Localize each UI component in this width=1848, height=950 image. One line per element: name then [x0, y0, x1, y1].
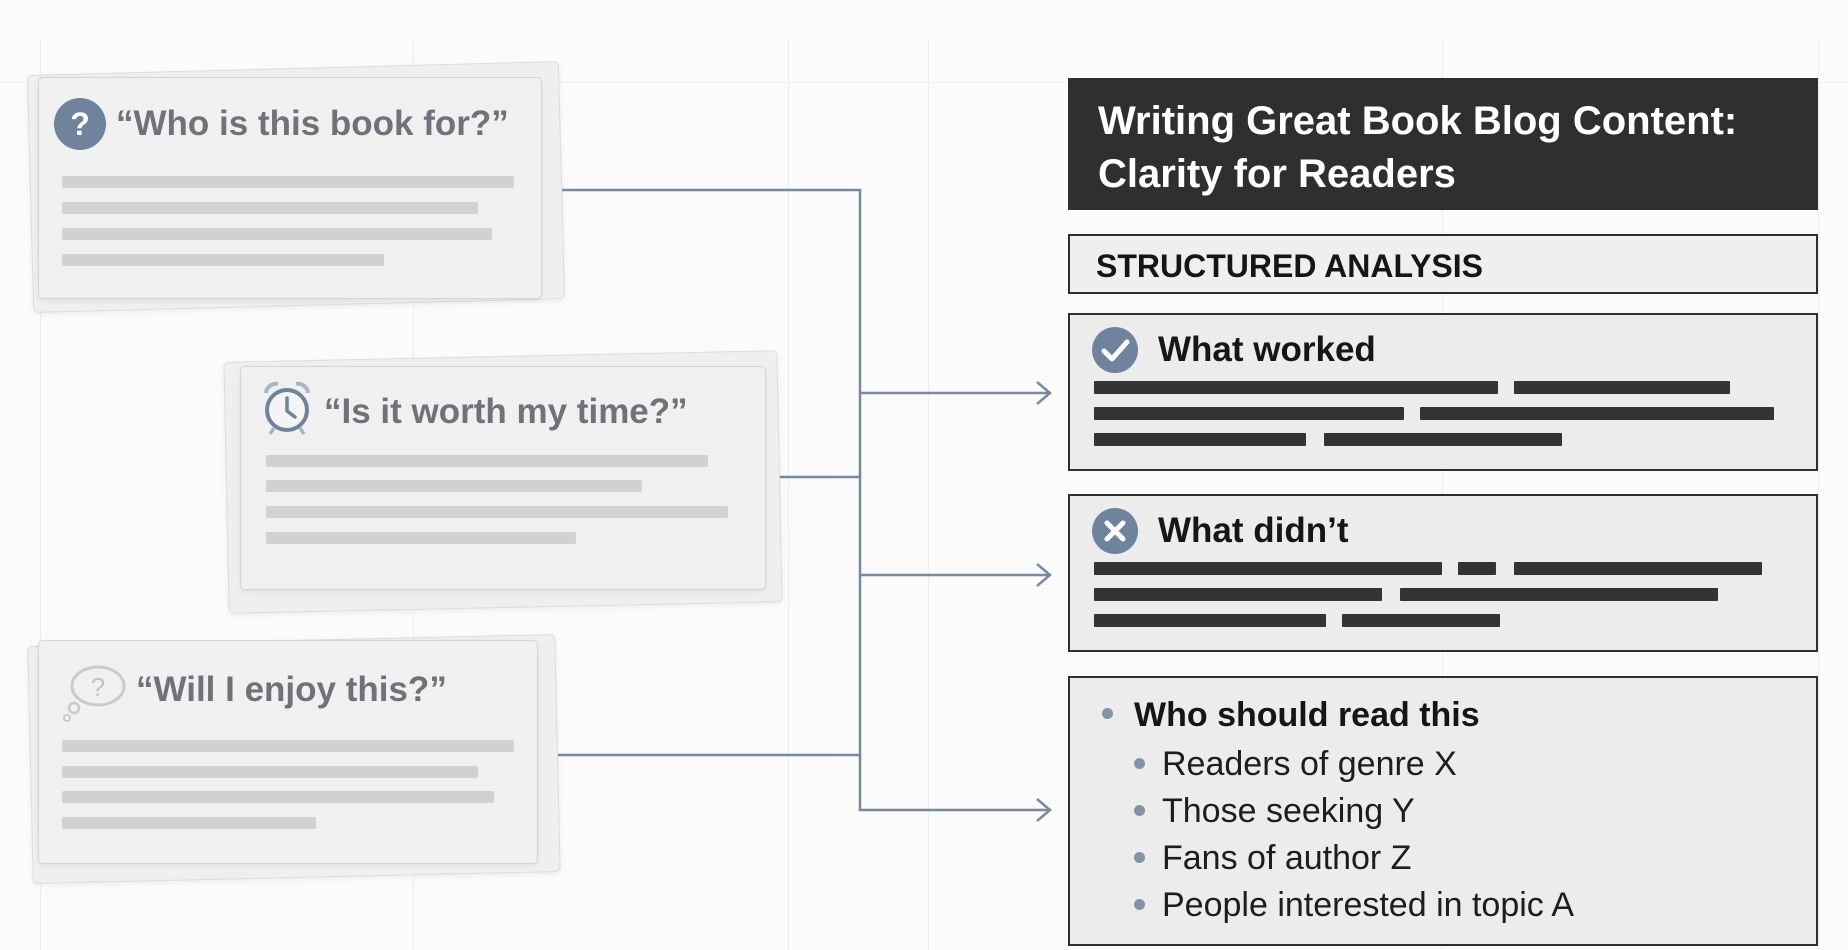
x-circle-icon — [1092, 508, 1138, 554]
list-item: Fans of author Z — [1162, 839, 1412, 877]
grid-line — [0, 82, 1848, 83]
redacted-text-line — [1094, 614, 1326, 627]
placeholder-text-line — [266, 532, 576, 544]
placeholder-text-line — [62, 740, 514, 752]
section-heading: What worked — [1158, 330, 1376, 369]
list-item: Those seeking Y — [1162, 792, 1415, 830]
check-circle-icon — [1092, 327, 1138, 373]
redacted-text-line — [1420, 407, 1774, 420]
placeholder-text-line — [62, 202, 478, 214]
page-title: Writing Great Book Blog Content: Clarity… — [1068, 78, 1818, 210]
redacted-text-line — [1094, 588, 1382, 601]
who-should-read-panel: Who should read this Readers of genre X … — [1068, 676, 1818, 946]
structured-analysis-header: STRUCTURED ANALYSIS — [1068, 234, 1818, 294]
title-line-1: Writing Great Book Blog Content: — [1098, 99, 1738, 143]
title-line-2: Clarity for Readers — [1098, 152, 1456, 196]
grid-line — [1818, 38, 1819, 950]
placeholder-text-line — [62, 766, 478, 778]
svg-text:?: ? — [91, 672, 105, 702]
section-label: STRUCTURED ANALYSIS — [1096, 248, 1483, 284]
redacted-text-line — [1094, 407, 1404, 420]
placeholder-text-line — [266, 480, 642, 492]
grid-line — [788, 38, 789, 950]
svg-text:?: ? — [70, 106, 90, 142]
question-mark-circle-icon: ? — [54, 98, 106, 150]
what-worked-panel: What worked — [1068, 313, 1818, 471]
redacted-text-line — [1094, 433, 1306, 446]
redacted-text-line — [1094, 562, 1442, 575]
grid-line — [928, 38, 929, 950]
placeholder-text-line — [62, 817, 316, 829]
placeholder-text-line — [62, 176, 514, 188]
bullet — [1102, 708, 1113, 719]
grid-line — [40, 38, 41, 950]
thought-bubble-question-icon: ? — [62, 662, 128, 722]
list-item: Readers of genre X — [1162, 745, 1457, 783]
list-item: People interested in topic A — [1162, 886, 1575, 924]
section-heading: Who should read this — [1134, 696, 1480, 734]
placeholder-text-line — [62, 791, 494, 803]
section-heading: What didn’t — [1158, 511, 1349, 550]
redacted-text-line — [1514, 381, 1730, 394]
what-didnt-panel: What didn’t — [1068, 494, 1818, 652]
question-text: “Will I enjoy this?” — [136, 670, 447, 709]
redacted-text-line — [1400, 588, 1718, 601]
redacted-text-line — [1094, 381, 1498, 394]
placeholder-text-line — [62, 254, 384, 266]
card-front-sheet — [240, 366, 766, 590]
placeholder-text-line — [62, 228, 492, 240]
bullet — [1134, 852, 1145, 863]
placeholder-text-line — [266, 506, 728, 518]
bullet — [1134, 899, 1145, 910]
bullet — [1134, 805, 1145, 816]
bullet — [1134, 758, 1145, 769]
alarm-clock-icon — [258, 378, 316, 436]
redacted-text-line — [1458, 562, 1496, 575]
redacted-text-line — [1514, 562, 1762, 575]
question-text: “Who is this book for?” — [116, 104, 509, 143]
redacted-text-line — [1324, 433, 1562, 446]
redacted-text-line — [1342, 614, 1500, 627]
placeholder-text-line — [266, 455, 708, 467]
question-text: “Is it worth my time?” — [324, 392, 688, 431]
